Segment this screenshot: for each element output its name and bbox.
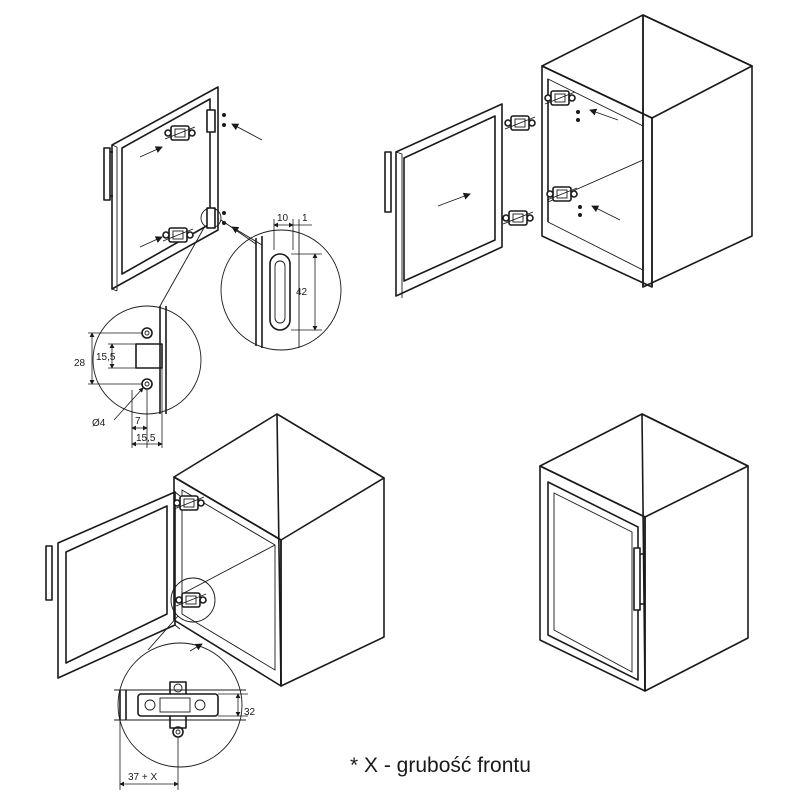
dim-hole-diameter: Ø4	[92, 418, 106, 429]
arrow-hinge-upper	[139, 146, 163, 158]
detail-slot: 10 1 42	[220, 213, 342, 351]
hinge-lower-3	[175, 592, 207, 608]
arrow-screw-upper-2	[589, 108, 619, 121]
hinge-lower-2	[502, 210, 534, 226]
closed-door-frame	[547, 481, 639, 681]
arrow-hinge-lower	[139, 236, 163, 248]
door-handle-3	[45, 545, 53, 601]
panel-cabinet-exploded	[384, 14, 753, 298]
arrow-screw-upper	[231, 123, 263, 141]
front-thickness-note: * X - grubość frontu	[350, 754, 531, 777]
arrow-screw-lower-2	[591, 205, 621, 221]
arrow-screw-lower	[231, 226, 263, 246]
mounting-plate-lower	[206, 207, 226, 229]
dim-plate-offset: 7	[135, 416, 141, 427]
door-handle	[103, 147, 113, 201]
hinge-upper-3	[173, 495, 205, 511]
detail-callout-circle	[200, 207, 222, 229]
dim-plate-height: 28	[74, 358, 86, 369]
hinge-upper	[164, 125, 196, 141]
panel-cabinet-closed	[539, 413, 749, 692]
door-frame-2	[395, 103, 503, 298]
leader-to-plate-detail	[159, 225, 206, 307]
arrow-door-2	[437, 192, 471, 207]
panel-door-open	[45, 413, 385, 687]
hinge-lower	[162, 227, 194, 243]
dim-plate-width: 15,5	[136, 433, 156, 444]
panel-door-hinge-mounting	[103, 86, 263, 307]
dim-slot-width: 10	[277, 213, 289, 224]
slot-detail-circle	[220, 229, 342, 351]
cabinet-body-3	[173, 413, 385, 687]
door-handle-2	[384, 151, 392, 213]
cabinet-plate-upper	[544, 90, 576, 106]
leader-to-slot-detail	[220, 219, 257, 245]
mounting-plate-upper	[206, 109, 226, 133]
dim-plate-hole-spacing: 15,5	[96, 352, 116, 363]
dim-base-offset: 37 + X	[128, 772, 158, 783]
hinge-base-detail-circle	[117, 642, 243, 768]
dim-base-height: 32	[244, 707, 256, 718]
dim-slot-offset: 1	[302, 213, 308, 224]
detail-mounting-plate: 28 15,5 Ø4 7 15,5	[74, 305, 202, 448]
detail-hinge-base: 32 37 + X	[114, 642, 256, 790]
slot-outline	[269, 253, 291, 331]
hinge-callout-circle	[170, 577, 216, 623]
closed-door-handle	[633, 547, 645, 611]
door-open	[57, 491, 181, 679]
door-frame	[111, 86, 219, 292]
hinge-upper-2	[504, 115, 536, 131]
dim-slot-height: 42	[296, 287, 308, 298]
hinge-base-plate	[137, 693, 219, 717]
plate-cutout	[135, 343, 163, 369]
cabinet-body	[541, 14, 753, 288]
cabinet-plate-lower	[546, 186, 578, 202]
